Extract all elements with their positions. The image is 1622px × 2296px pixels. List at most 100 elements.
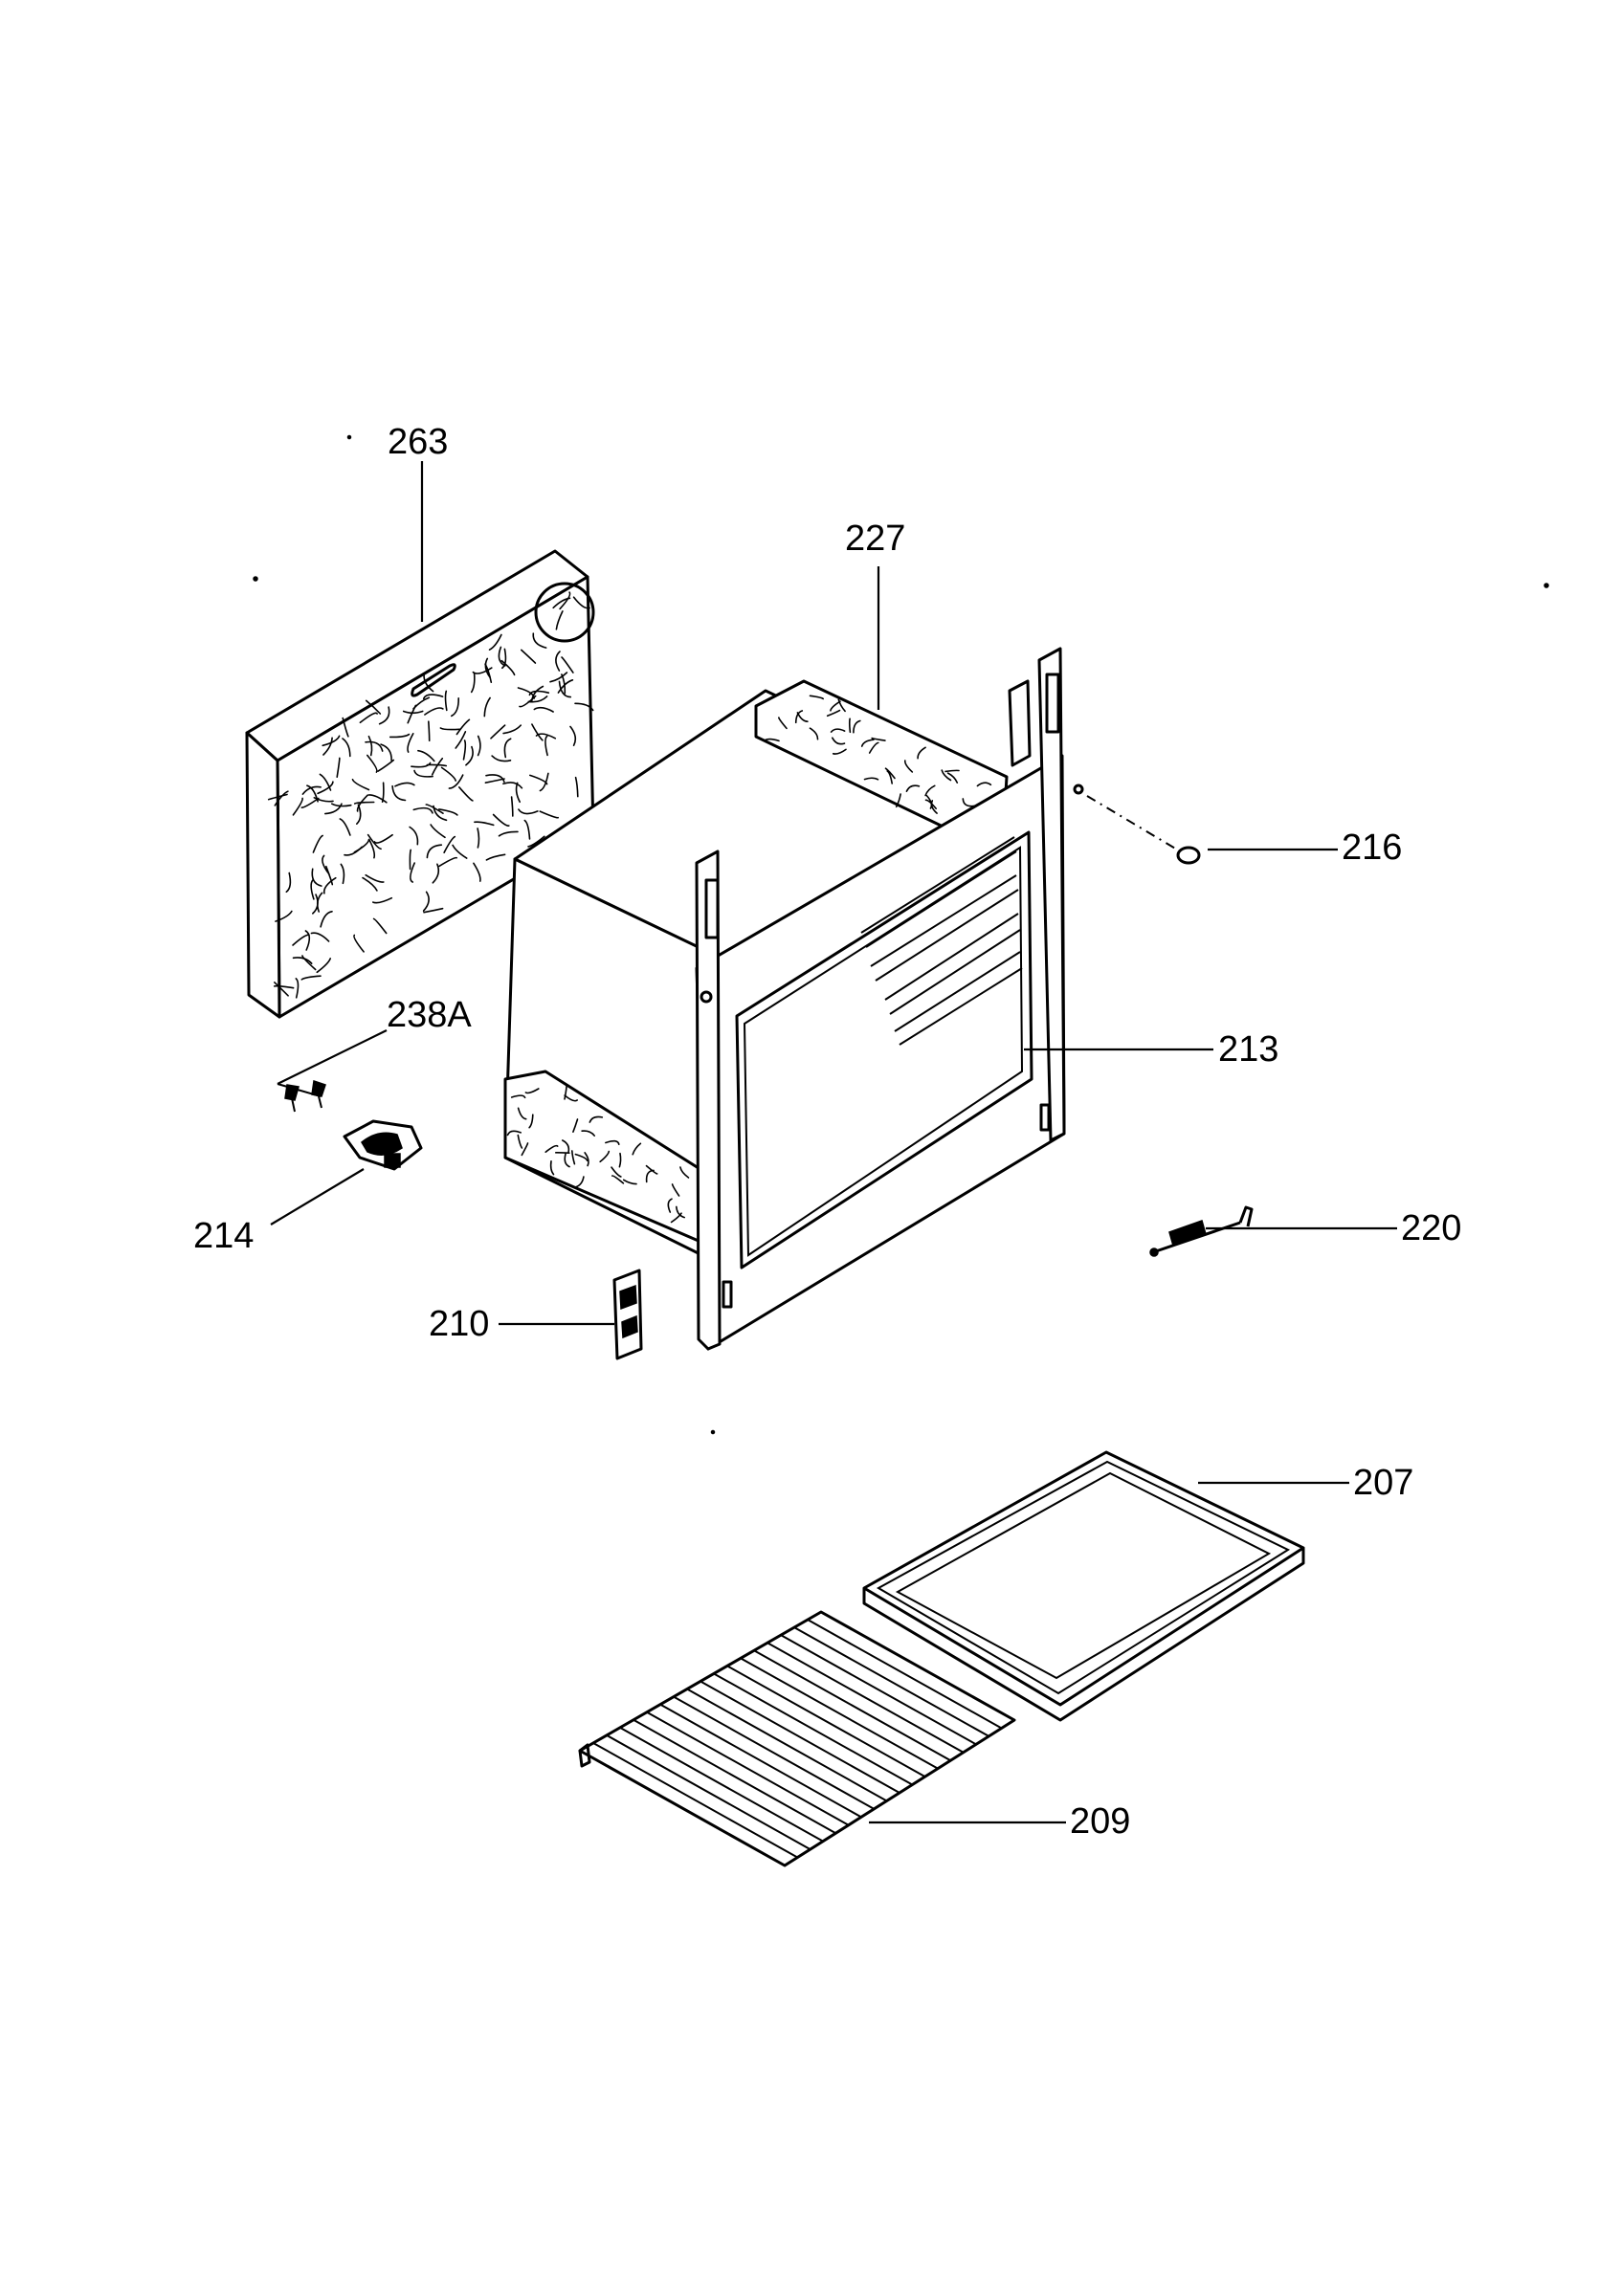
texture-stroke — [432, 863, 440, 884]
texture-stroke — [572, 596, 590, 609]
texture-stroke — [561, 673, 567, 695]
texture-stroke — [809, 695, 824, 700]
texture-stroke — [319, 773, 332, 791]
texture-stroke — [353, 801, 375, 805]
texture-stroke — [438, 808, 458, 816]
texture-stroke — [574, 1176, 585, 1188]
texture-stroke — [564, 1094, 578, 1102]
texture-stroke — [292, 797, 303, 816]
texture-stroke — [455, 718, 471, 736]
texture-stroke — [544, 735, 548, 757]
texture-stroke — [611, 1175, 625, 1184]
texture-stroke — [316, 892, 323, 913]
texture-stroke — [561, 656, 574, 673]
rack-wire — [767, 1642, 965, 1754]
label-227: 227 — [845, 519, 905, 559]
texture-stroke — [605, 1139, 620, 1145]
texture-stroke — [483, 696, 491, 718]
texture-stroke — [515, 782, 521, 804]
leader-214 — [270, 1168, 365, 1225]
texture-stroke — [549, 1160, 555, 1176]
texture-stroke — [477, 735, 481, 757]
texture-stroke — [473, 862, 481, 882]
label-216: 216 — [1342, 828, 1402, 868]
texture-stroke — [484, 657, 491, 678]
oven-cavity-227 — [503, 679, 1009, 1284]
rack-wire — [700, 1680, 900, 1794]
rack-wire — [646, 1711, 850, 1826]
texture-stroke — [426, 844, 443, 859]
texture-stroke — [412, 806, 433, 814]
texture-stroke — [424, 707, 444, 716]
texture-stroke — [372, 917, 388, 935]
texture-stroke — [830, 700, 841, 712]
texture-stroke — [848, 718, 852, 734]
texture-stroke — [618, 1152, 622, 1168]
texture-stroke — [340, 863, 345, 885]
texture-stroke — [832, 748, 847, 755]
texture-stroke — [574, 702, 594, 712]
label-209: 209 — [1070, 1801, 1130, 1842]
texture-stroke — [584, 1152, 589, 1167]
label-238a: 238A — [387, 995, 472, 1035]
texture-stroke — [300, 975, 322, 981]
texture-stroke — [488, 633, 502, 651]
texture-stroke — [886, 770, 893, 784]
texture-stroke — [485, 853, 506, 861]
rack-wire — [686, 1688, 888, 1802]
texture-stroke — [524, 1088, 540, 1094]
texture-stroke — [322, 854, 330, 875]
texture-stroke — [417, 749, 435, 762]
texture-stroke — [425, 804, 444, 814]
texture-stroke — [868, 741, 879, 754]
texture-stroke — [589, 1115, 604, 1123]
texture-stroke — [367, 794, 388, 804]
texture-stroke — [292, 934, 310, 946]
texture-stroke — [342, 738, 351, 758]
texture-stroke — [311, 868, 322, 887]
leader-lines — [270, 461, 1397, 1824]
texture-stroke — [351, 779, 370, 791]
scan-specks — [253, 434, 1549, 1435]
texture-stroke — [336, 757, 341, 778]
texture-stroke — [925, 794, 933, 809]
texture-stroke — [895, 793, 901, 808]
part-216-bush — [1086, 795, 1201, 865]
texture-stroke — [498, 830, 519, 837]
rack-wire — [753, 1649, 951, 1762]
texture-stroke — [521, 649, 537, 664]
texture-stroke — [599, 1150, 611, 1163]
baking-tray-207 — [862, 1450, 1305, 1722]
texture-stroke — [377, 759, 395, 772]
texture-stroke — [528, 690, 550, 696]
texture-stroke — [430, 824, 446, 839]
texture-stroke — [671, 1183, 680, 1197]
part-210-switch — [612, 1269, 643, 1360]
texture-stroke — [485, 774, 505, 784]
texture-stroke — [356, 804, 362, 825]
texture-stroke — [564, 1085, 567, 1100]
rack-wire — [579, 1750, 786, 1866]
texture-stroke — [491, 755, 512, 762]
texture-stroke — [809, 727, 819, 740]
texture-stroke — [443, 835, 456, 853]
texture-stroke — [611, 1166, 622, 1178]
texture-stroke — [380, 743, 392, 762]
texture-stroke — [367, 838, 376, 859]
texture-stroke — [632, 1142, 642, 1156]
texture-stroke — [860, 739, 875, 747]
texture-stroke — [322, 737, 333, 756]
texture-stroke — [423, 907, 444, 914]
texture-stroke — [312, 834, 323, 853]
texture-stroke — [539, 772, 549, 792]
texture-stroke — [462, 740, 467, 761]
hinge-part-220 — [1149, 1205, 1254, 1257]
texture-stroke — [527, 835, 545, 848]
texture-stroke — [367, 833, 382, 850]
label-214: 214 — [193, 1216, 254, 1256]
texture-stroke — [510, 796, 514, 817]
texture-stroke — [273, 984, 295, 989]
texture-stroke — [523, 819, 531, 840]
texture-stroke — [367, 754, 378, 773]
texture-stroke — [581, 1130, 595, 1137]
